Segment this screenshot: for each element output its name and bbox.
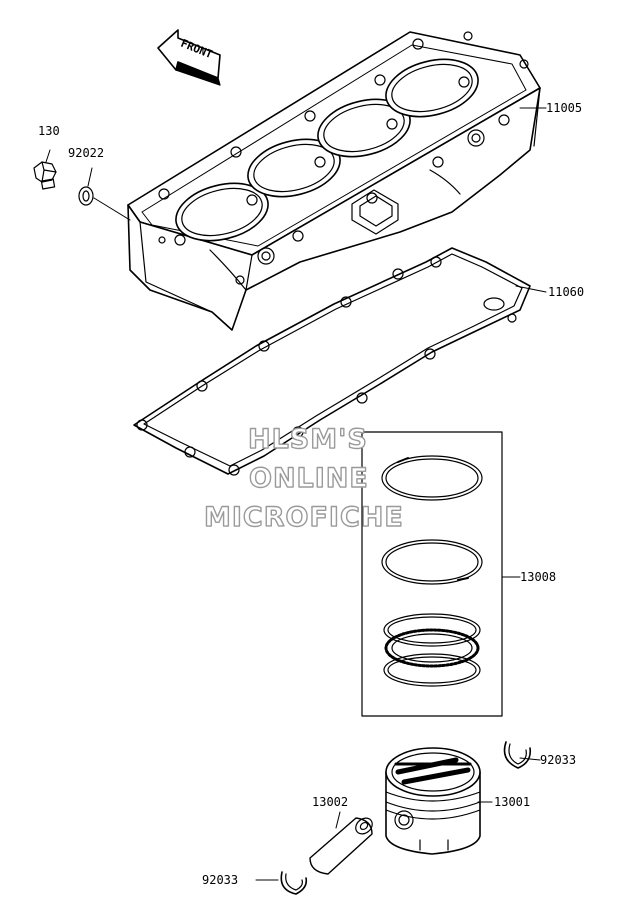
label-piston-pin: 13002 bbox=[312, 795, 348, 809]
leader-lines bbox=[45, 107, 547, 881]
cylinder-gasket[interactable] bbox=[133, 247, 531, 476]
svg-text:ONLINE: ONLINE bbox=[249, 463, 369, 494]
circlip-upper[interactable] bbox=[503, 741, 532, 769]
label-washer: 92022 bbox=[68, 146, 104, 160]
piston-pin[interactable] bbox=[309, 815, 375, 875]
watermark: HLSM'S ONLINE MICROFICHE bbox=[203, 423, 404, 533]
label-gasket: 11060 bbox=[548, 285, 584, 299]
label-circlip-upper: 92033 bbox=[540, 753, 576, 767]
label-cylinder: 11005 bbox=[546, 101, 582, 115]
bolt[interactable] bbox=[33, 161, 57, 190]
washer[interactable] bbox=[78, 186, 94, 206]
label-bolt: 130 bbox=[38, 124, 60, 138]
label-circlip-lower: 92033 bbox=[202, 873, 238, 887]
svg-text:MICROFICHE: MICROFICHE bbox=[204, 502, 404, 533]
cylinder-block[interactable] bbox=[127, 31, 541, 331]
label-ring-set: 13008 bbox=[520, 570, 556, 584]
circlip-lower[interactable] bbox=[280, 871, 308, 895]
piston[interactable] bbox=[385, 747, 481, 855]
ring-set[interactable] bbox=[361, 431, 503, 717]
label-piston: 13001 bbox=[494, 795, 530, 809]
front-arrow-icon: FRONT bbox=[157, 29, 221, 86]
svg-text:HLSM'S: HLSM'S bbox=[248, 424, 368, 455]
